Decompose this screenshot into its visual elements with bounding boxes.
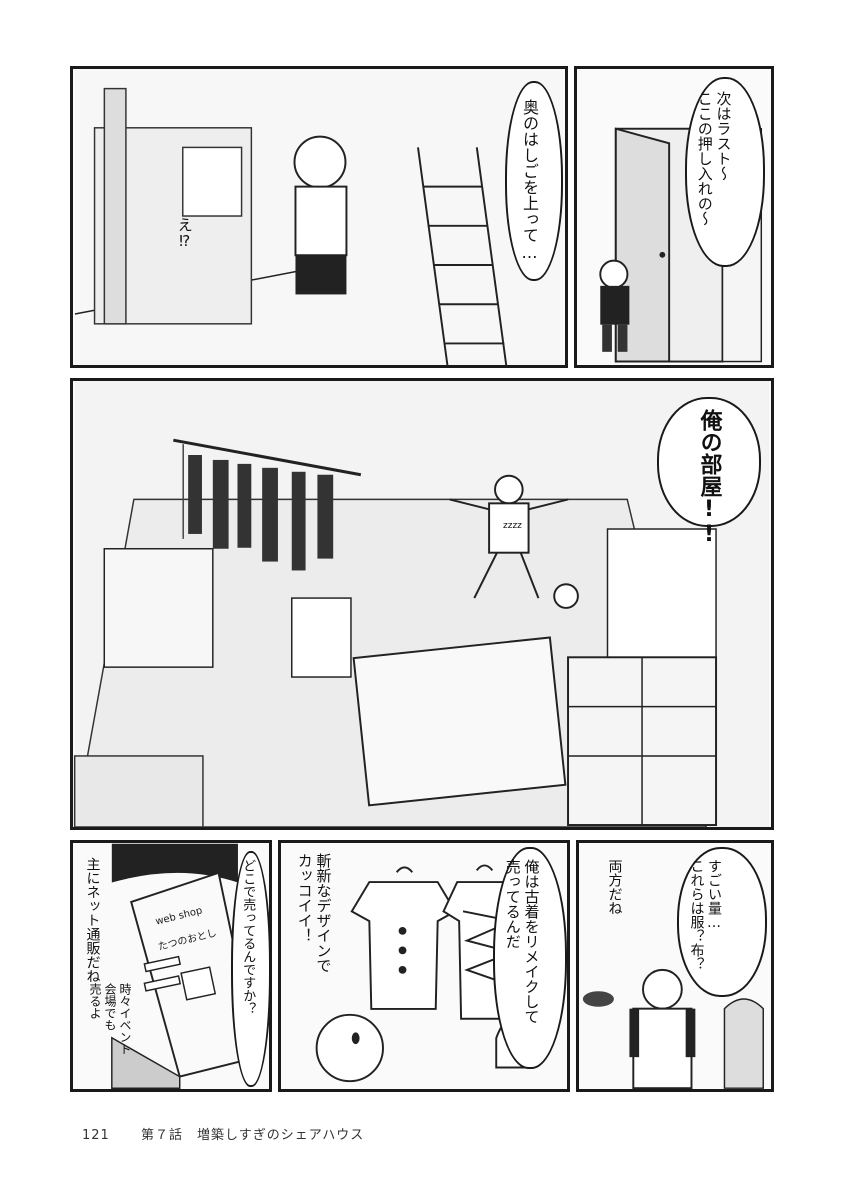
speech-bubble	[505, 81, 563, 281]
sound-effect-text: え⁉	[175, 217, 194, 250]
panel-my-room: zzzz 俺の部屋!!	[70, 378, 774, 830]
laptop-illustration	[111, 843, 259, 1089]
speech-bubble	[685, 77, 765, 267]
speech-text: 次はラスト〜 ここの押し入れの〜	[695, 91, 733, 226]
panel-remake-clothes: 俺は古着をリメイクして 売ってるんだ 斬新なデザインで カッコイイ！	[278, 840, 570, 1092]
speech-text: 斬新なデザインで カッコイイ！	[295, 853, 333, 973]
ladder-room-illustration	[74, 69, 564, 365]
page-number: 121	[82, 1128, 110, 1143]
speech-text: 両方だね	[606, 859, 623, 915]
chapter-title: 第７話 増築しすぎのシェアハウス	[140, 1128, 365, 1143]
shirt-text: zzzz	[503, 521, 522, 531]
panel-closet-intro: 次はラスト〜 ここの押し入れの〜	[574, 66, 774, 368]
panel-ladder: 奥のはしごを上って… え⁉	[70, 66, 568, 368]
speech-text: どこで売ってるんですか？	[240, 859, 256, 1015]
panel-clothes-or-cloth: すごい量… これらは服？布？ 両方だね	[576, 840, 774, 1092]
speech-text: 俺の部屋!!	[696, 409, 722, 547]
speech-bubble	[677, 847, 767, 997]
speech-text: 主にネット通販だね	[84, 857, 101, 983]
handwritten-note: 時々イベント 会場でも 売るよ	[88, 983, 132, 1055]
speech-bubble	[493, 847, 567, 1069]
page-footer: 121 第７話 増築しすぎのシェアハウス	[82, 1124, 364, 1143]
speech-bubble	[231, 851, 269, 1087]
panel-online-shop: web shop たつのおとし どこで売ってるんですか？ 主にネット通販だね 時…	[70, 840, 272, 1092]
speech-bubble	[657, 397, 761, 527]
speech-text: すごい量… これらは服？布？	[688, 859, 723, 971]
bedroom-overview-illustration	[73, 381, 770, 827]
speech-text: 奥のはしごを上って…	[520, 99, 539, 262]
surprised-characters-illustration	[582, 968, 764, 1089]
speech-text: 俺は古着をリメイクして 売ってるんだ	[503, 859, 541, 1024]
